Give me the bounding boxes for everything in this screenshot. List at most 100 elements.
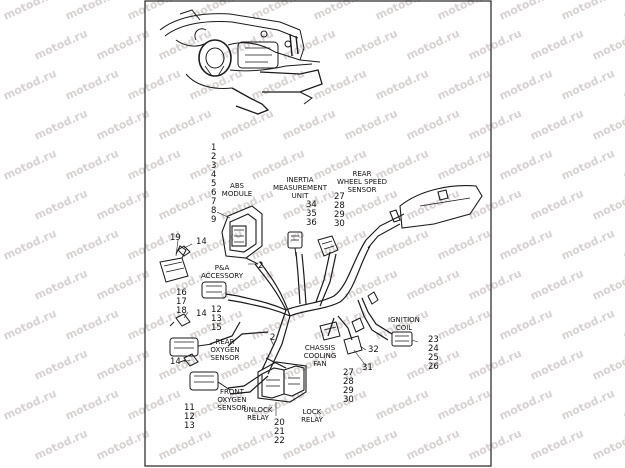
watermark-text: motod.ru	[559, 387, 616, 423]
watermark-text: motod.ru	[590, 187, 625, 223]
ignition-coil-connector	[367, 291, 413, 347]
watermark-text: motod.ru	[156, 187, 213, 223]
lock-relay-label-line2: RELAY	[301, 416, 324, 424]
watermark-text: motod.ru	[435, 387, 492, 423]
watermark-text: motod.ru	[621, 227, 625, 263]
watermark-text: motod.ru	[156, 427, 213, 463]
watermark-text: motod.ru	[435, 147, 492, 183]
unlock-relay-label-line1: UNLOCK	[244, 406, 273, 414]
callout-chassis-29: 29	[343, 386, 354, 396]
watermark-text: motod.ru	[404, 27, 461, 63]
callout-2-upper: 2	[258, 261, 263, 271]
relay-block	[257, 361, 307, 403]
front-oxygen-label-line1: FRONT	[220, 388, 245, 396]
callout-14-middle: 14	[196, 309, 207, 319]
callout-relay-22: 22	[274, 436, 285, 446]
rear-wheel-label-line2: WHEEL SPEED	[337, 178, 387, 186]
callout-12: 12	[211, 305, 222, 315]
pa-accessory-label-line1: P&A	[215, 264, 230, 272]
motorcycle-overview-illustration	[159, 9, 323, 115]
chassis-fan-label-line3: FAN	[313, 360, 326, 368]
watermark-text: motod.ru	[590, 267, 625, 303]
callout-inertia-35: 35	[306, 209, 317, 219]
callout-coil-25: 25	[428, 353, 439, 363]
rear-wheel-speed-connector	[317, 235, 339, 257]
inertia-unit-connector	[287, 231, 303, 257]
pa-accessory-label-line2: ACCESSORY	[201, 272, 244, 280]
inertia-label-line1: INERTIA	[286, 176, 313, 184]
watermark-text: motod.ru	[528, 107, 585, 143]
watermark-text: motod.ru	[249, 307, 306, 343]
front-oxygen-label-line3: SENSOR	[218, 404, 247, 412]
watermark-text: motod.ru	[559, 147, 616, 183]
watermark-text: motod.ru	[404, 427, 461, 463]
chassis-fan-label-line1: CHASSIS	[305, 344, 336, 352]
callout-32: 32	[368, 345, 379, 355]
callout-abs-3: 3	[211, 161, 216, 171]
callout-relay-21: 21	[274, 427, 285, 437]
watermark-text: motod.ru	[590, 107, 625, 143]
watermark-text: motod.ru	[280, 107, 337, 143]
watermark-text: motod.ru	[94, 27, 151, 63]
diagram-border	[144, 0, 492, 467]
callout-14-upper: 14	[196, 237, 207, 247]
callout-abs-7: 7	[211, 197, 216, 207]
watermark-text: motod.ru	[466, 27, 523, 63]
callout-inertia-36: 36	[306, 218, 317, 228]
rear-oxygen-sensor-connector	[169, 337, 213, 357]
watermark-text: motod.ru	[125, 147, 182, 183]
watermark-text: motod.ru	[94, 107, 151, 143]
front-oxygen-label-line2: OXYGEN	[217, 396, 246, 404]
watermark-text: motod.ru	[528, 347, 585, 383]
watermark-text: motod.ru	[249, 67, 306, 103]
callout-coil-26: 26	[428, 362, 439, 372]
ignition-coil-label-line2: COIL	[396, 324, 412, 332]
rear-wheel-label-line1: REAR	[353, 170, 372, 178]
watermark-text: motod.ru	[404, 107, 461, 143]
watermark-text: motod.ru	[590, 27, 625, 63]
rear-oxygen-label-line1: REAR	[216, 338, 235, 346]
watermark-text: motod.ru	[342, 107, 399, 143]
watermark-text: motod.ru	[32, 427, 89, 463]
rear-fender-illustration	[365, 185, 483, 249]
callout-15: 15	[211, 323, 222, 333]
component-labels: ABS MODULE INERTIA MEASUREMENT UNIT REAR…	[201, 170, 420, 424]
watermark-text: motod.ru	[1, 67, 58, 103]
watermark-text: motod.ru	[125, 0, 182, 23]
watermark-text: motod.ru	[621, 147, 625, 183]
callout-rear-wheel-27: 27	[334, 192, 345, 202]
watermark-text: motod.ru	[1, 147, 58, 183]
watermark-text: motod.ru	[125, 307, 182, 343]
callout-rear-wheel-30: 30	[334, 219, 345, 229]
watermark-text: motod.ru	[156, 107, 213, 143]
callout-inertia-34: 34	[306, 200, 317, 210]
watermark-text: motod.ru	[373, 67, 430, 103]
watermark-text: motod.ru	[404, 187, 461, 223]
watermark-text: motod.ru	[1, 227, 58, 263]
callout-abs-9: 9	[211, 215, 216, 225]
watermark-text: motod.ru	[32, 347, 89, 383]
front-oxygen-sensor-connector	[189, 371, 231, 391]
connector-block-19	[159, 245, 189, 283]
clip-14-lower	[179, 353, 199, 367]
clip-14-upper	[177, 245, 191, 257]
watermark-text: motod.ru	[94, 187, 151, 223]
watermark-text: motod.ru	[32, 187, 89, 223]
callout-31: 31	[362, 363, 373, 373]
chassis-cooling-fan-connector	[319, 321, 341, 341]
watermark-text: motod.ru	[559, 307, 616, 343]
lock-relay-label-line1: LOCK	[303, 408, 322, 416]
watermark-text: motod.ru	[373, 0, 430, 23]
watermark-text: motod.ru	[32, 27, 89, 63]
chassis-fan-label-line2: COOLING	[304, 352, 337, 360]
connector-32	[351, 317, 365, 333]
watermark-text: motod.ru	[249, 0, 306, 23]
callout-abs-1: 1	[211, 143, 216, 153]
watermark-text: motod.ru	[63, 147, 120, 183]
abs-module-label-line2: MODULE	[222, 190, 252, 198]
callout-chassis-28: 28	[343, 377, 354, 387]
watermark-text: motod.ru	[280, 27, 337, 63]
watermark-text: motod.ru	[63, 0, 120, 23]
